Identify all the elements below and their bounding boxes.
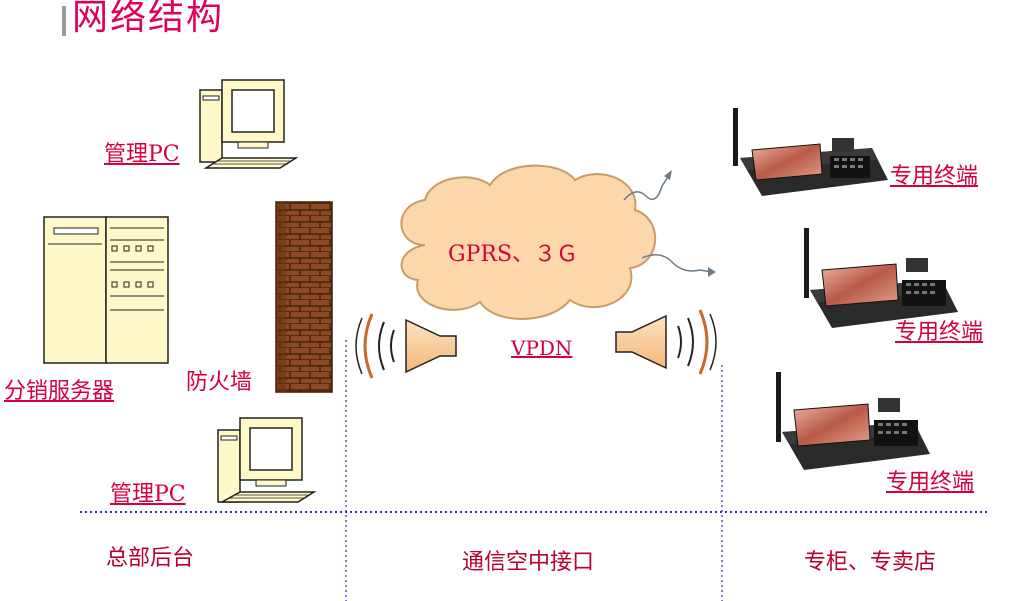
cloud-icon — [400, 164, 657, 320]
page-title: 网络结构 — [72, 0, 225, 38]
label-pc-bottom[interactable]: 管理PC — [110, 482, 186, 507]
label-terminal-3[interactable]: 专用终端 — [886, 470, 975, 495]
zone-hq: 总部后台 — [106, 546, 195, 571]
signal-arrow-2 — [641, 254, 713, 273]
signal-arrow-1 — [623, 173, 671, 201]
zone-store: 专柜、专卖店 — [804, 550, 937, 575]
server-icon — [43, 216, 169, 364]
title-bar — [62, 6, 66, 36]
firewall-icon — [275, 201, 333, 393]
speaker-left-icon — [355, 313, 457, 379]
label-terminal-2[interactable]: 专用终端 — [895, 320, 984, 345]
terminal-icon-3 — [776, 372, 930, 470]
speaker-right-icon — [615, 309, 717, 375]
label-cloud: GPRS、３Ｇ — [448, 242, 579, 267]
label-vpdn[interactable]: VPDN — [511, 336, 573, 360]
label-terminal-1[interactable]: 专用终端 — [890, 164, 979, 189]
pc-bottom-icon — [217, 417, 317, 503]
signal-arrow-1-head — [664, 170, 672, 180]
terminal-icon-2 — [804, 228, 958, 328]
zone-air-interface: 通信空中接口 — [462, 550, 595, 575]
terminal-icon-1 — [733, 108, 888, 196]
label-pc-top[interactable]: 管理PC — [104, 142, 180, 167]
signal-arrow-2-head — [708, 267, 716, 277]
label-firewall: 防火墙 — [186, 370, 253, 395]
pc-top-icon — [199, 79, 299, 169]
label-server[interactable]: 分销服务器 — [4, 379, 115, 404]
